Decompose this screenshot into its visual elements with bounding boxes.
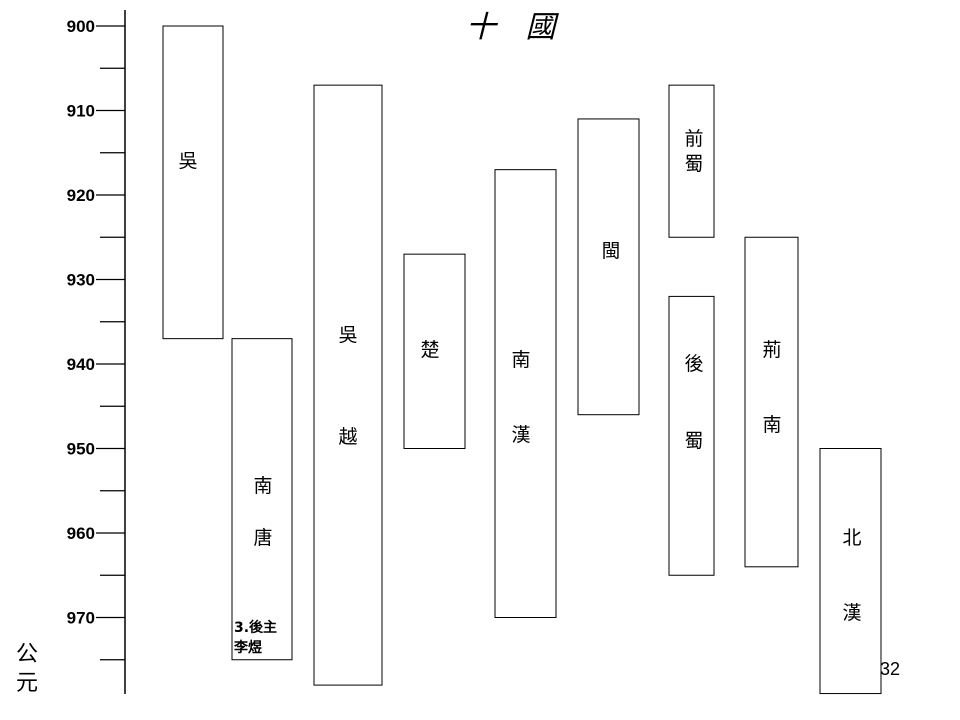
state-bar	[494, 169, 557, 618]
state-bar	[668, 295, 715, 576]
ruler-note: 李煜	[233, 639, 262, 656]
state-name: 南	[253, 475, 272, 497]
tick-label: 910	[67, 102, 95, 121]
tick-label: 940	[67, 355, 95, 374]
state-beihan: 北漢	[819, 448, 882, 695]
state-bar	[668, 84, 715, 238]
state-name: 吳	[178, 150, 197, 172]
state-name: 唐	[253, 527, 272, 549]
state-name: 南	[762, 414, 781, 436]
era-label-char: 公	[15, 642, 38, 667]
state-name: 蜀	[684, 430, 703, 452]
state-bar	[577, 118, 640, 416]
state-name: 後	[684, 353, 703, 375]
era-label-char: 元	[15, 671, 38, 696]
tick-label: 970	[67, 609, 95, 628]
state-name: 漢	[511, 424, 530, 446]
state-bar	[819, 448, 882, 695]
state-bar	[313, 84, 383, 686]
page-number: 32	[880, 659, 901, 679]
tick-label: 930	[67, 271, 95, 290]
tick-label: 950	[67, 440, 95, 459]
state-name: 越	[338, 426, 357, 448]
state-name: 漢	[842, 602, 861, 624]
page-title: 十 國	[466, 10, 566, 45]
state-chu: 楚	[403, 253, 466, 449]
state-bars: 吳南唐3.後主李煜吳越楚南漢閩前蜀後蜀荊南北漢	[162, 25, 882, 695]
state-qianshu: 前蜀	[668, 84, 715, 238]
state-wuyue: 吳越	[313, 84, 383, 686]
state-houshu: 後蜀	[668, 295, 715, 576]
state-name: 南	[511, 349, 530, 371]
state-bar	[231, 338, 293, 661]
state-name: 吳	[338, 324, 357, 346]
era-label: 公 元	[12, 640, 42, 698]
state-nanhan: 南漢	[494, 169, 557, 618]
state-name: 閩	[601, 240, 620, 262]
tick-label: 920	[67, 186, 95, 205]
ruler-note: 3.後主	[234, 619, 277, 636]
tick-label: 960	[67, 524, 95, 543]
state-name: 荊	[762, 339, 781, 361]
state-bar	[403, 253, 466, 449]
state-jingnan: 荊南	[744, 236, 799, 568]
state-wu: 吳	[162, 25, 224, 340]
state-name: 蜀	[684, 153, 703, 175]
state-bar	[744, 236, 799, 568]
state-name: 楚	[420, 339, 439, 361]
tick-label: 900	[67, 17, 95, 36]
year-axis-ticks: 900 910 920 930 940 950 960 970	[67, 17, 125, 661]
state-bar	[162, 25, 224, 340]
state-name: 前	[684, 128, 703, 150]
state-min: 閩	[577, 118, 640, 416]
state-name: 北	[842, 527, 861, 549]
